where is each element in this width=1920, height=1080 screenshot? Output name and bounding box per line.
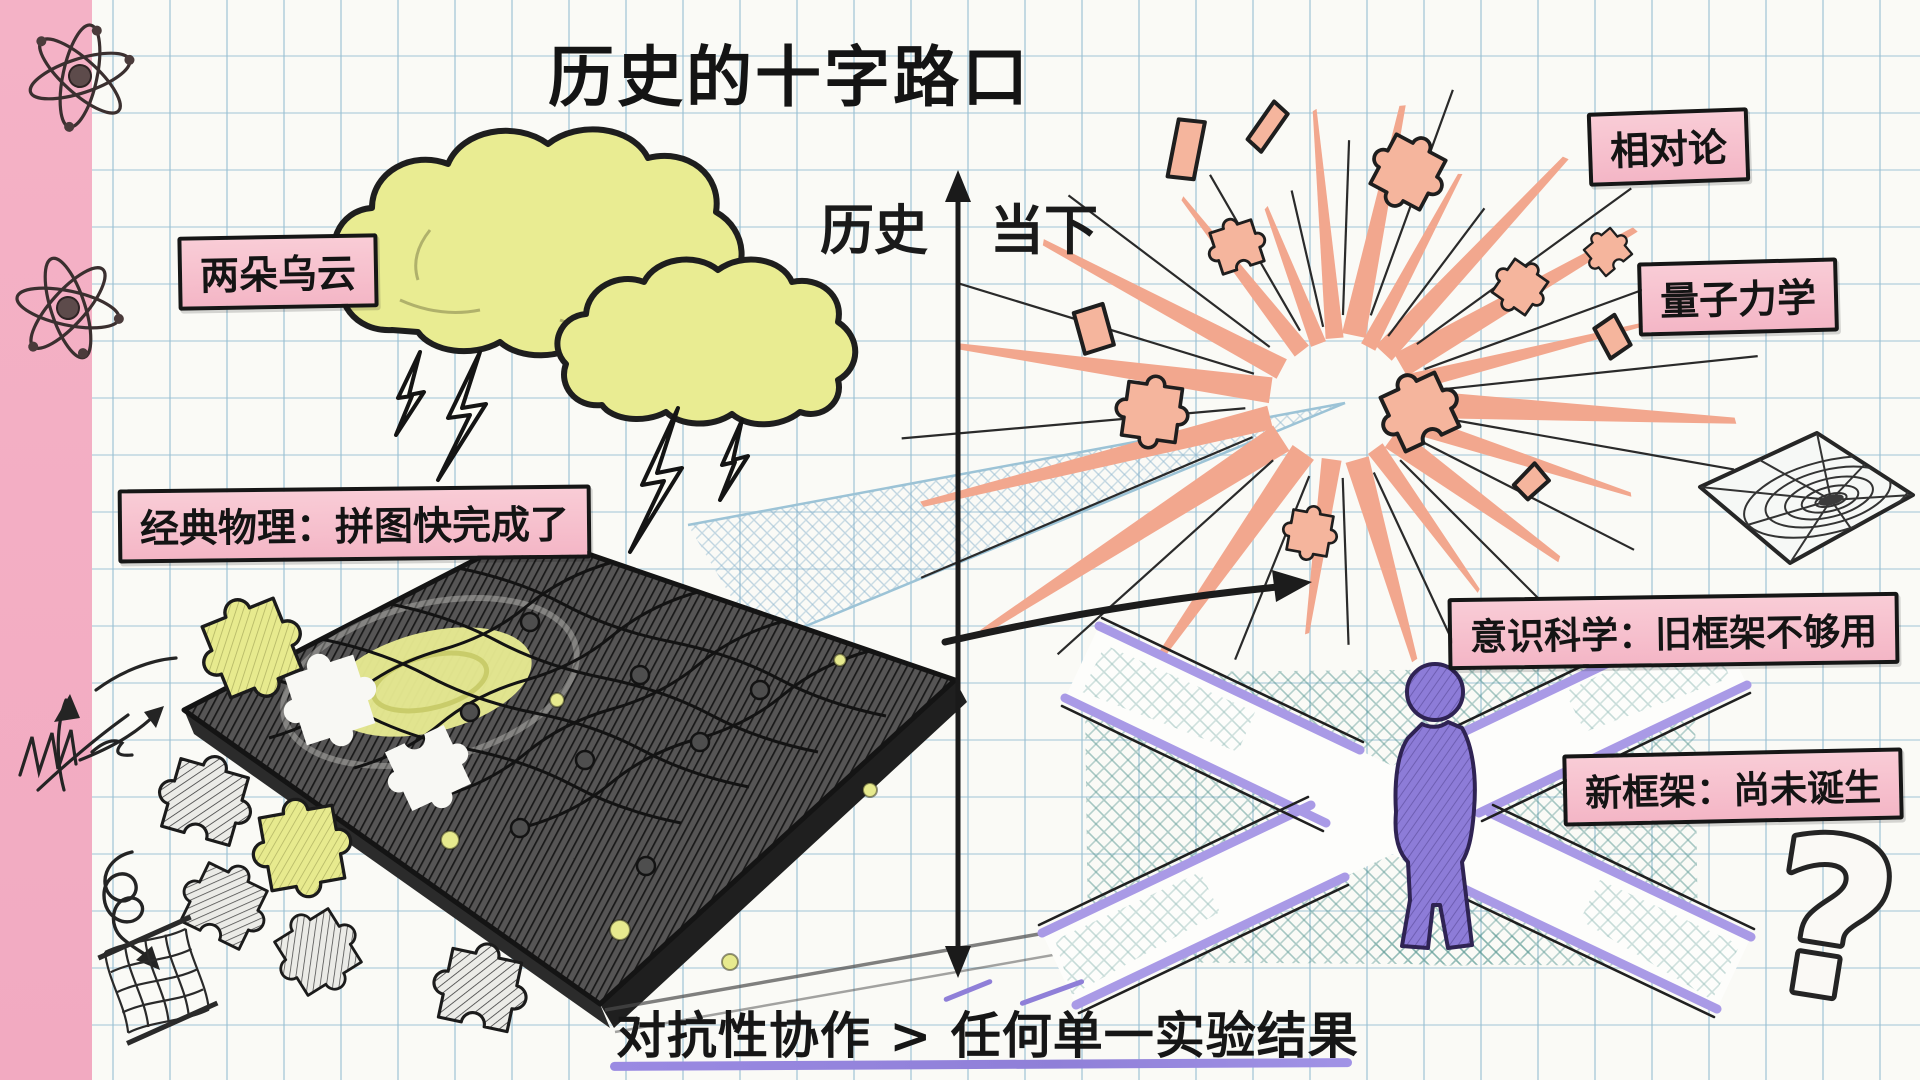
storm-clouds-icon xyxy=(331,126,859,554)
atom-icon xyxy=(28,23,135,132)
page-title: 历史的十字路口 xyxy=(548,39,1031,116)
question-mark-icon: ? xyxy=(1750,787,1912,1054)
callout-relativity: 相对论 xyxy=(1586,107,1751,187)
paradigm-explosion xyxy=(901,89,1758,673)
axis-label-history: 历史 xyxy=(820,199,928,262)
person-silhouette xyxy=(1393,662,1477,950)
diagonal-arrow xyxy=(941,570,1312,646)
crossroads xyxy=(1037,603,1756,1019)
callout-two-dark-clouds: 两朵乌云 xyxy=(177,233,379,311)
notebook-margin-strip xyxy=(0,0,92,1080)
spacetime-grid-icon xyxy=(1698,431,1915,565)
atom-icon xyxy=(15,256,124,360)
lightning-bolt-icon xyxy=(394,350,750,554)
callout-consciousness-science: 意识科学：旧框架不够用 xyxy=(1447,591,1900,671)
axis-label-present: 当下 xyxy=(990,199,1098,262)
callout-new-framework: 新框架：尚未诞生 xyxy=(1562,747,1904,827)
time-axis-arrow xyxy=(945,170,971,978)
classical-physics-puzzle xyxy=(148,530,1219,1036)
warped-grid-doodle xyxy=(97,914,219,1046)
callout-quantum-mechanics: 量子力学 xyxy=(1637,257,1839,337)
callout-classical-physics: 经典物理：拼图快完成了 xyxy=(117,484,592,564)
scribble-arrows-doodle xyxy=(18,656,178,792)
footer-slogan: 对抗性协作 > 任何单一实验结果 xyxy=(616,1007,1359,1065)
